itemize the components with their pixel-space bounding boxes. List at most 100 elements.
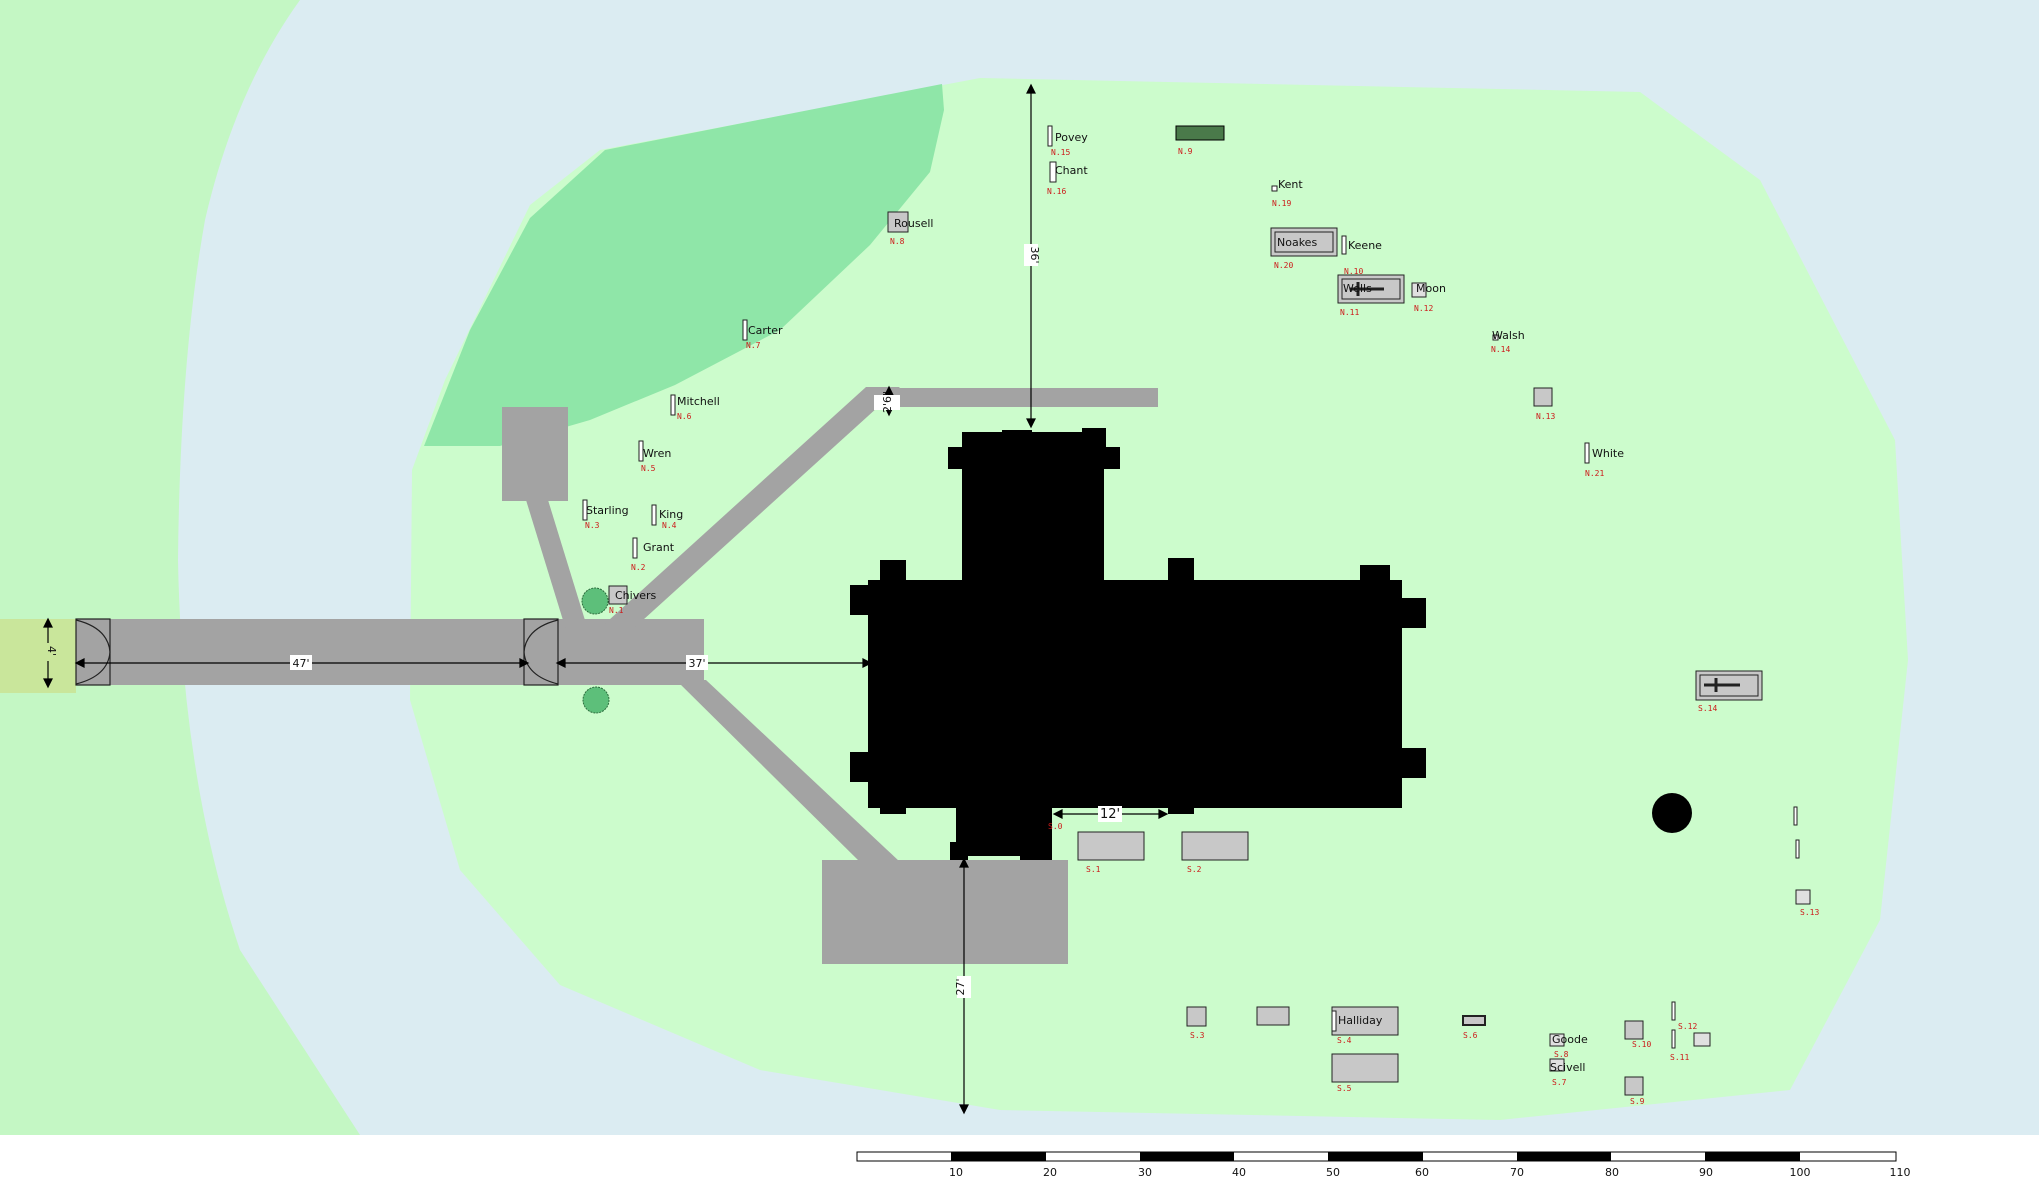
grave-walsh-ref: N.14 [1491,345,1510,354]
grave-white[interactable] [1584,442,1590,464]
dim-path: 37' [688,657,705,670]
grave-walsh[interactable] [1492,334,1499,341]
grave-kent-name: Kent [1278,178,1303,191]
entrance-patch [0,619,76,693]
grave-walsh-name: Walsh [1492,329,1525,342]
grave-s3-ref: S.3 [1190,1031,1205,1040]
scale-seg [1517,1152,1611,1161]
grave-king-name: King [659,508,683,521]
west-gate[interactable] [75,618,111,686]
south-graves: S.14 S.0 S.1 S.2 S.3 Halliday S.4 S.5 S.… [1048,670,1819,1106]
grave-povey-ref: N.15 [1051,148,1070,157]
grave-moon[interactable] [1411,282,1427,298]
grave-east-2[interactable] [1795,839,1800,859]
grave-wren[interactable] [638,440,644,462]
scale-tick-label: 60 [1415,1166,1429,1179]
scale-seg [951,1152,1046,1161]
grave-wells[interactable] [1337,274,1405,304]
grave-povey-name: Povey [1055,131,1088,144]
grave-halliday-name: Halliday [1338,1014,1383,1027]
grave-kent[interactable] [1271,185,1278,192]
scale-tick-label: 10 [949,1166,963,1179]
scale-tick-label: 40 [1232,1166,1246,1179]
scale-bar: 10 20 30 40 50 60 70 80 90 100 110 [856,1151,1911,1179]
grave-keene[interactable] [1341,235,1347,255]
scale-tick-label: 50 [1326,1166,1340,1179]
scale-tick-label: 90 [1699,1166,1713,1179]
grave-s6[interactable] [1462,1015,1486,1026]
grave-east-1[interactable] [1793,806,1798,826]
grave-bench-n9[interactable] [1175,125,1225,141]
grave-s12-ref: S.12 [1678,1022,1697,1031]
grave-mitchell-name: Mitchell [677,395,720,408]
grave-s3[interactable] [1186,1006,1207,1027]
scale-tick-label: 70 [1510,1166,1524,1179]
grave-goode[interactable] [1549,1033,1565,1047]
grave-s9-ref: S.9 [1630,1097,1645,1106]
grave-keene-name: Keene [1348,239,1382,252]
grave-rousell[interactable] [887,211,909,233]
grave-chivers[interactable] [608,585,628,605]
grave-starling-name: Starling [586,504,629,517]
grave-noakes-name: Noakes [1277,236,1317,249]
scale-tick-label: 30 [1138,1166,1152,1179]
grave-s2[interactable] [1181,831,1249,861]
woodland [424,84,944,446]
grave-grant-name: Grant [643,541,675,554]
grave-moon-name: Moon [1416,282,1446,295]
grave-king-ref: N.4 [662,521,677,530]
north-west-path [526,500,588,630]
grave-king[interactable] [651,504,657,526]
scale-seg [1328,1152,1423,1161]
grave-s11[interactable] [1671,1029,1676,1049]
grave-small-stone[interactable] [1693,1032,1711,1047]
grave-chivers-name: Chivers [615,589,657,602]
grave-scivell-ref: S.7 [1552,1078,1567,1087]
grave-mitchell[interactable] [670,394,676,416]
paths [76,387,1158,964]
grave-scivell-name: Scivell [1550,1061,1585,1074]
grave-white-name: White [1592,447,1624,460]
dim-south: 27' [954,978,967,995]
grave-halliday-ref: S.4 [1337,1036,1352,1045]
north-path [866,388,1158,407]
grave-unmarked[interactable] [1256,1006,1290,1026]
inner-gate[interactable] [523,618,559,686]
grave-noakes[interactable] [1270,227,1338,257]
grave-rousell-ref: N.8 [890,237,905,246]
grave-s6-ref: S.6 [1463,1031,1478,1040]
grave-chivers-ref: N.1 [609,606,624,615]
grave-wells-name: Wells [1343,282,1372,295]
grave-s5[interactable] [1331,1053,1399,1083]
grave-carter-name: Carter [748,324,783,337]
grave-s13-ref: S.13 [1800,908,1819,917]
grave-starling-ref: N.3 [585,521,600,530]
church-building [850,428,1426,860]
grave-s10[interactable] [1624,1020,1644,1040]
grave-halliday[interactable] [1331,1006,1399,1036]
grave-chant-ref: N.16 [1047,187,1066,196]
grave-scivell[interactable] [1549,1058,1565,1072]
tree-icon [582,686,610,714]
north-west-block [502,407,568,501]
grave-chant[interactable] [1049,161,1057,183]
grave-n13[interactable] [1533,387,1553,407]
grave-s14-ref: S.14 [1698,704,1717,713]
west-field [0,0,360,1135]
grave-s13[interactable] [1795,889,1811,905]
grave-n9-ref: N.9 [1178,147,1193,156]
grave-carter[interactable] [742,319,748,341]
dim-north: 36' [1028,246,1041,263]
grave-povey[interactable] [1047,125,1053,147]
grave-s1-ref: S.1 [1086,865,1101,874]
grave-moon-ref: N.12 [1414,304,1433,313]
grave-starling[interactable] [582,499,588,521]
grave-s5-ref: S.5 [1337,1084,1352,1093]
grave-s9[interactable] [1624,1076,1644,1096]
grave-grant[interactable] [632,537,638,559]
grave-s12[interactable] [1671,1001,1676,1021]
dim-south-gap: 12' [1100,807,1120,822]
grave-s1[interactable] [1077,831,1145,861]
